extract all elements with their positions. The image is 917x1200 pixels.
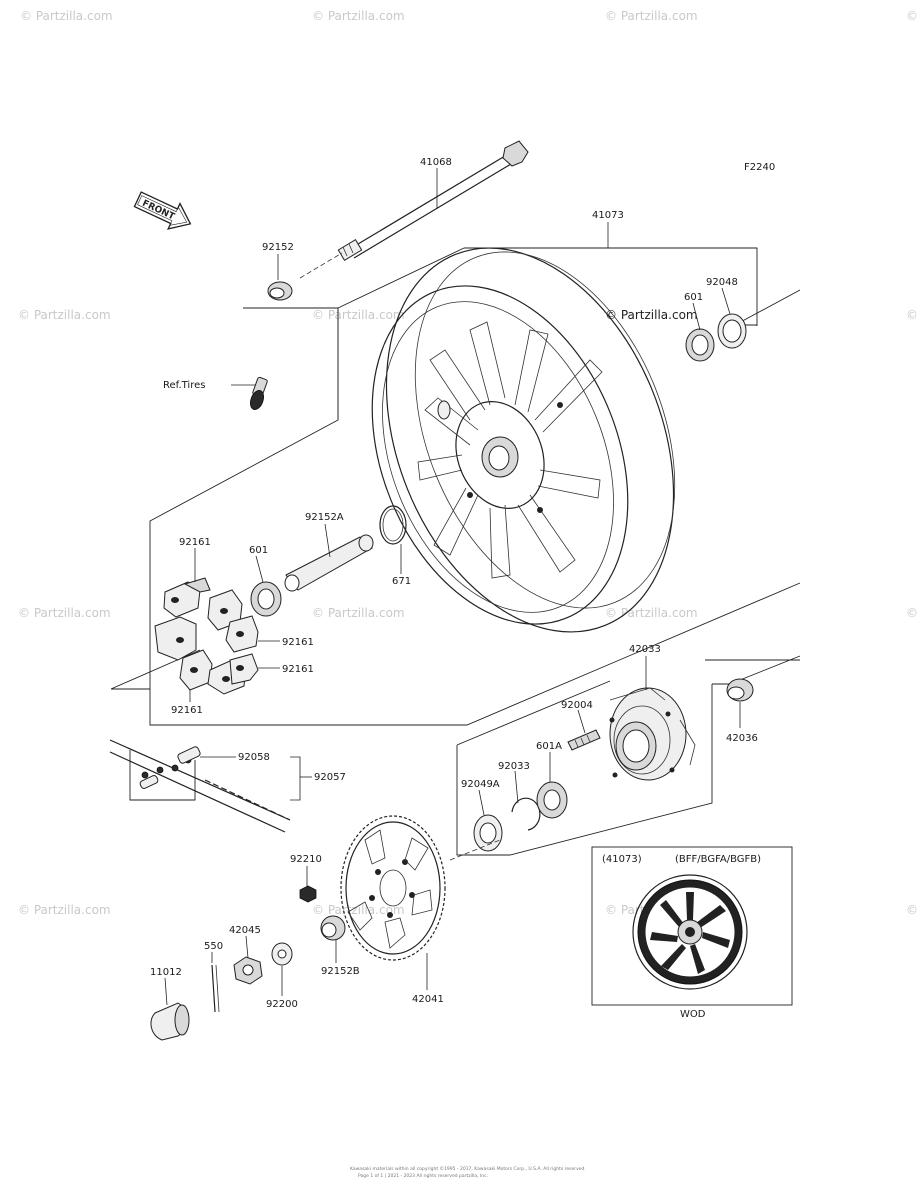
o-ring — [379, 505, 407, 545]
variant-inset: (41073) (BFF/BGFA/BGFB) WOD — [591, 846, 793, 1020]
axle-cap — [150, 1002, 190, 1041]
collar — [320, 915, 346, 941]
part-label[interactable]: 42045 — [229, 925, 261, 936]
copyright-line: Page 1 of 1 | 2021 - 2023 All rights res… — [358, 1173, 488, 1179]
part-label[interactable]: 92152A — [305, 512, 344, 523]
inset-ref: (41073) — [602, 854, 642, 865]
watermark: © Partzilla.com — [312, 308, 405, 322]
axle — [299, 140, 529, 279]
part-label[interactable]: 11012 — [150, 967, 182, 978]
watermark: © Partzilla.com — [312, 9, 405, 23]
part-label[interactable]: 42033 — [629, 644, 661, 655]
drive-chain — [109, 739, 291, 833]
watermark-group: © Partzilla.com © Partzilla.com © Partzi… — [18, 9, 917, 917]
part-label[interactable]: 92048 — [706, 277, 738, 288]
watermark: © Partzilla.com — [605, 606, 698, 620]
part-label[interactable]: 92161 — [171, 705, 203, 716]
part-label[interactable]: 601A — [536, 741, 562, 752]
tire-valve — [250, 376, 268, 411]
watermark: © Partzilla.com — [605, 308, 698, 322]
part-label[interactable]: 92210 — [290, 854, 322, 865]
watermark: © Partzilla.com — [20, 9, 113, 23]
rear-sprocket — [340, 815, 446, 961]
watermark: © I — [906, 308, 917, 322]
ref-label[interactable]: Ref.Tires — [163, 380, 205, 391]
oil-seal — [473, 814, 503, 852]
sleeve — [284, 534, 374, 592]
inset-caption: WOD — [680, 1009, 706, 1020]
watermark: © I — [906, 606, 917, 620]
watermark: © Partzilla.com — [18, 903, 111, 917]
bearing — [685, 328, 715, 362]
part-label[interactable]: 92057 — [314, 772, 346, 783]
watermark: © Partzilla.com — [605, 9, 698, 23]
axle-nut — [233, 956, 263, 985]
nut — [299, 885, 317, 903]
bearing — [250, 581, 282, 617]
circlip — [511, 797, 541, 831]
washer — [271, 942, 293, 966]
part-label[interactable]: 601 — [684, 292, 703, 303]
part-label[interactable]: 671 — [392, 576, 411, 587]
part-label[interactable]: 92049A — [461, 779, 500, 790]
watermark: © Partzilla.com — [18, 606, 111, 620]
inset-variants: (BFF/BGFA/BGFB) — [675, 854, 761, 865]
part-label[interactable]: 601 — [249, 545, 268, 556]
bearing — [536, 781, 568, 819]
part-label[interactable]: 92200 — [266, 999, 298, 1010]
part-label[interactable]: 42036 — [726, 733, 758, 744]
part-label[interactable]: 41068 — [420, 157, 452, 168]
part-label[interactable]: 42041 — [412, 994, 444, 1005]
watermark: © I — [906, 9, 917, 23]
part-label[interactable]: 92161 — [282, 637, 314, 648]
part-label[interactable]: 92058 — [238, 752, 270, 763]
collar — [726, 678, 754, 702]
copyright-line: Kawasaki materials within all copyright … — [350, 1165, 586, 1172]
stud — [567, 729, 601, 751]
collar — [267, 281, 293, 301]
rear-wheel — [371, 247, 676, 633]
watermark: © Partzilla.com — [312, 903, 405, 917]
watermark: © Partzilla.com — [312, 606, 405, 620]
hub-group-frame — [456, 684, 713, 856]
part-label[interactable]: 41073 — [592, 210, 624, 221]
part-label[interactable]: 92161 — [179, 537, 211, 548]
diagram-code: F2240 — [744, 162, 775, 173]
part-label[interactable]: 92033 — [498, 761, 530, 772]
damper-group — [154, 577, 259, 695]
watermark: © Partzilla.com — [18, 308, 111, 322]
part-label[interactable]: 92152 — [262, 242, 294, 253]
part-label[interactable]: 92004 — [561, 700, 593, 711]
watermark: © I — [906, 903, 917, 917]
cotter-pin — [211, 964, 220, 1013]
sprocket-coupling — [609, 687, 696, 781]
part-label[interactable]: 92161 — [282, 664, 314, 675]
part-label[interactable]: 92152B — [321, 966, 360, 977]
front-arrow-icon: FRONT — [133, 191, 192, 230]
oil-seal — [717, 313, 747, 349]
part-label[interactable]: 550 — [204, 941, 223, 952]
